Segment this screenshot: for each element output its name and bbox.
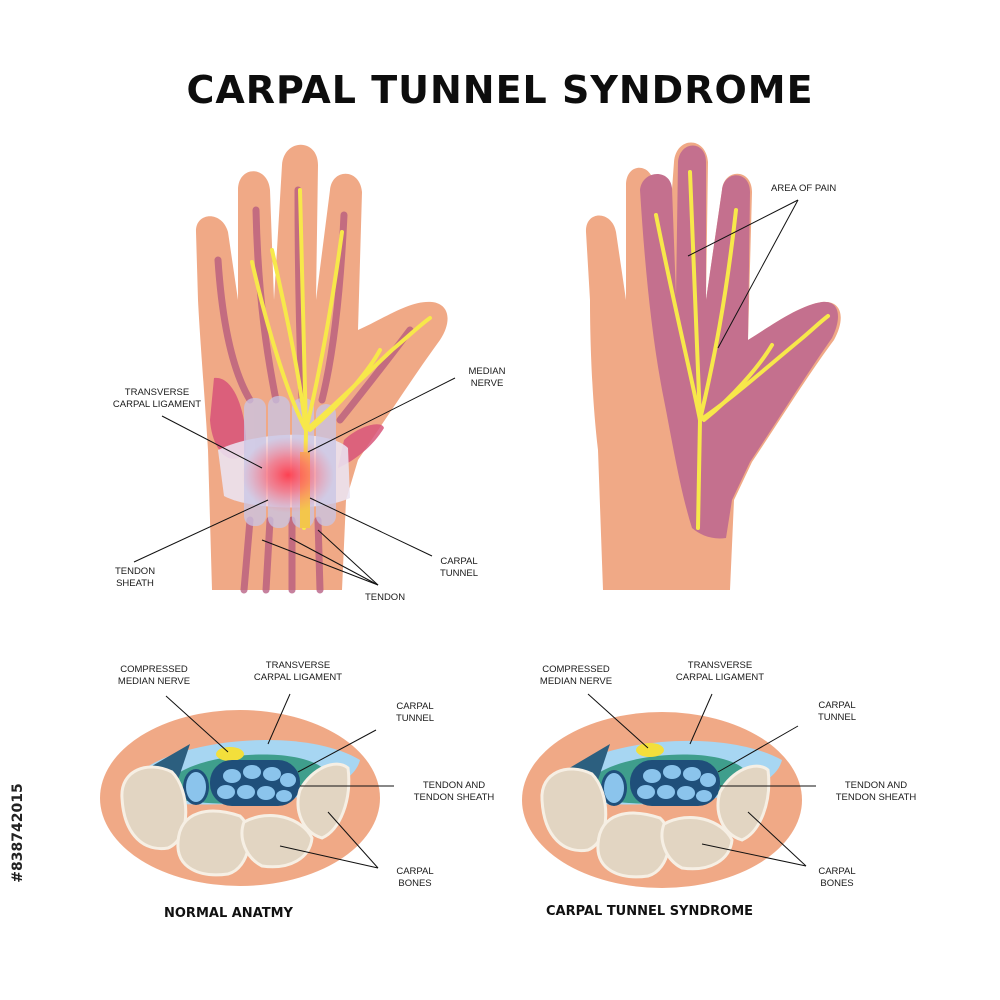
- normal-label-carpal-tunnel: CARPAL TUNNEL: [395, 701, 434, 724]
- label-transverse-carpal-ligament: TRANSVERSE CARPAL LIGAMENT: [112, 387, 202, 410]
- syndrome-caption: CARPAL TUNNEL SYNDROME: [546, 904, 754, 919]
- syndrome-label-carpal-bones: CARPAL BONES: [818, 866, 856, 889]
- label-tendon: TENDON: [364, 592, 406, 603]
- page-title: CARPAL TUNNEL SYNDROME: [186, 68, 814, 112]
- pain-area: [640, 145, 838, 539]
- normal-label-compressed-median-nerve: COMPRESSED MEDIAN NERVE: [117, 664, 191, 687]
- section-normal: [100, 710, 380, 886]
- label-median-nerve: MEDIAN NERVE: [468, 366, 506, 389]
- label-carpal-tunnel: CARPAL TUNNEL: [439, 556, 478, 579]
- label-area-of-pain: AREA OF PAIN: [771, 183, 837, 194]
- normal-label-tendon-and-sheath: TENDON AND TENDON SHEATH: [413, 780, 495, 803]
- right-hand: [585, 142, 841, 590]
- normal-label-carpal-bones: CARPAL BONES: [396, 866, 434, 889]
- section-syndrome: [522, 712, 802, 888]
- normal-label-transverse-carpal-ligament: TRANSVERSE CARPAL LIGAMENT: [253, 660, 343, 683]
- syndrome-label-tendon-and-sheath: TENDON AND TENDON SHEATH: [835, 780, 917, 803]
- stock-id-text: #838742015: [10, 783, 26, 883]
- stock-id-watermark: #838742015: [8, 768, 28, 898]
- normal-anatomy-caption: NORMAL ANATMY: [164, 906, 293, 921]
- syndrome-label-transverse-carpal-ligament: TRANSVERSE CARPAL LIGAMENT: [675, 660, 765, 683]
- syndrome-label-carpal-tunnel: CARPAL TUNNEL: [817, 700, 856, 723]
- syndrome-label-compressed-median-nerve: COMPRESSED MEDIAN NERVE: [539, 664, 613, 687]
- label-tendon-sheath: TENDON SHEATH: [114, 566, 156, 589]
- left-hand: [195, 144, 448, 594]
